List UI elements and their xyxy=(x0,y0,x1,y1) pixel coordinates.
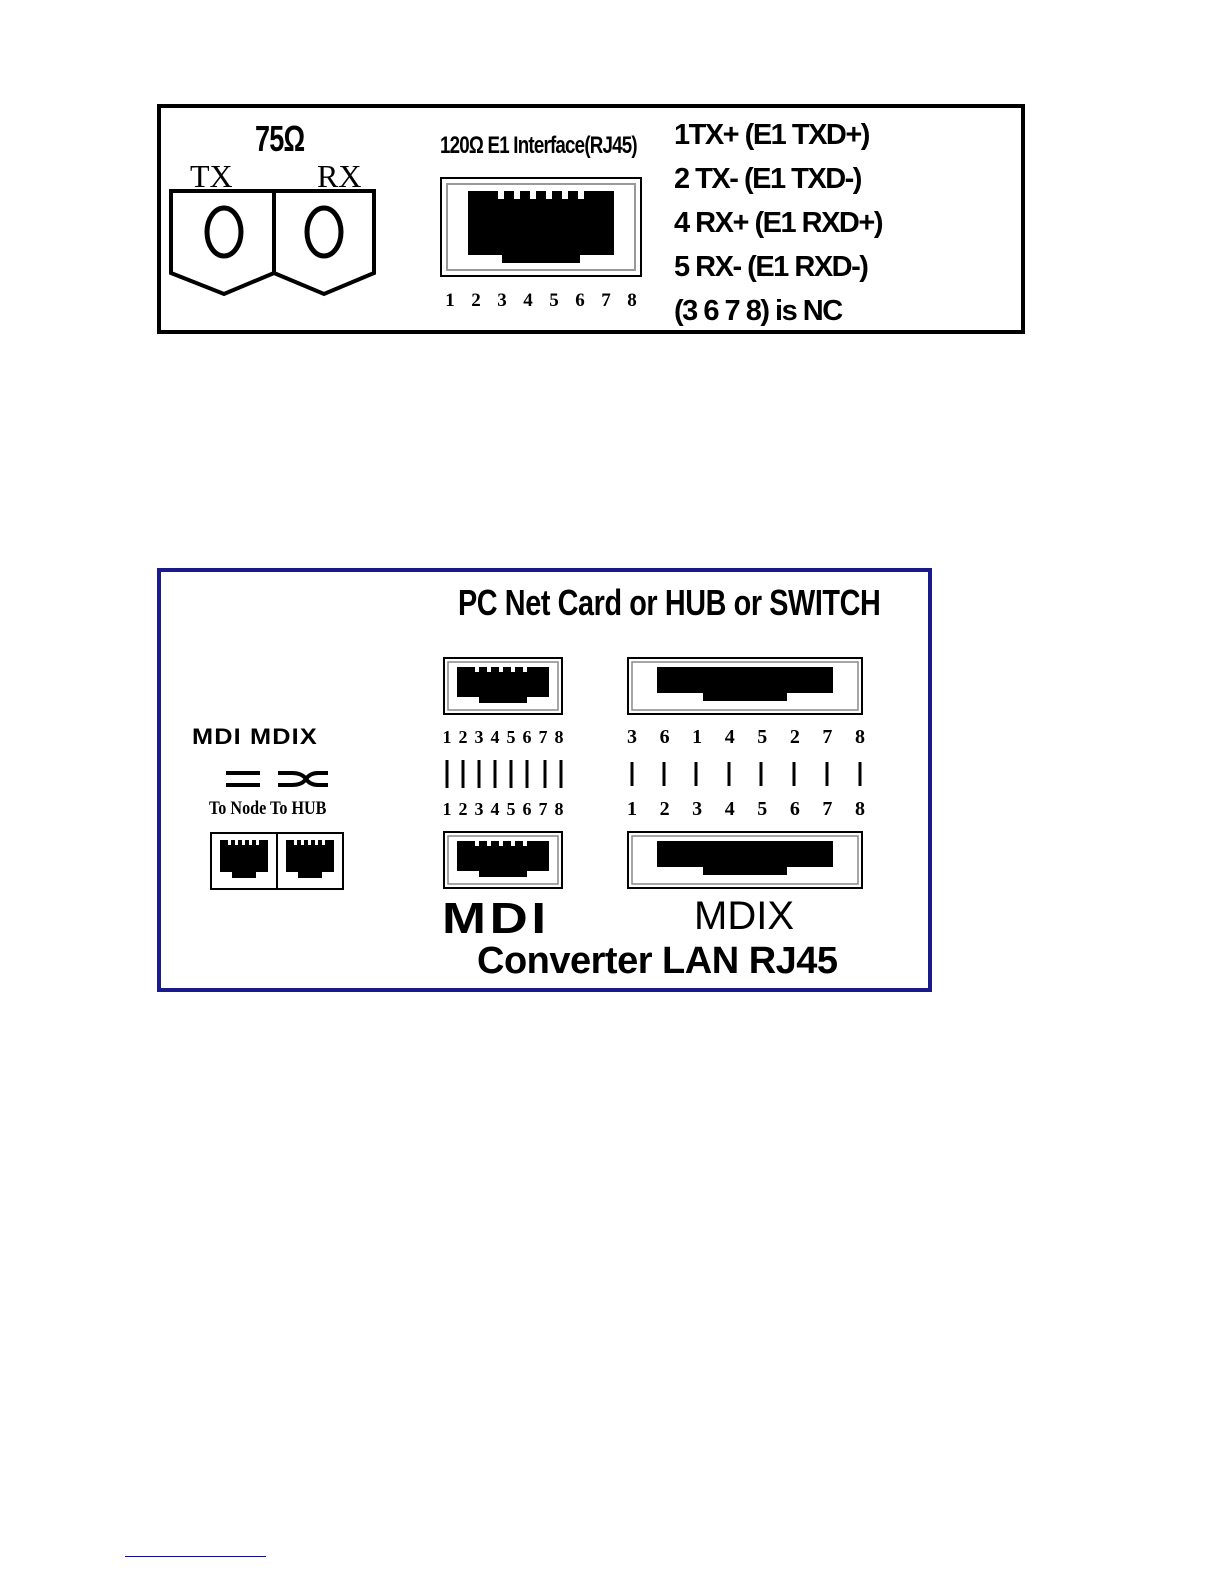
pin-number: 3 xyxy=(625,726,639,749)
mdi-label: MDI xyxy=(442,894,550,944)
e1-interface-title: 120Ω E1 Interface(RJ45) xyxy=(440,132,637,160)
mdix-bottom-rj45-icon xyxy=(627,831,863,889)
pin-number: 7 xyxy=(536,799,550,820)
pin-number: 7 xyxy=(536,727,550,748)
mdi-bottom-rj45-icon xyxy=(443,831,563,889)
mdi-straight-wires xyxy=(440,760,568,790)
pin-number: 3 xyxy=(492,290,512,312)
pin-number: 2 xyxy=(658,798,672,821)
pin-number: 8 xyxy=(622,290,642,312)
pin-number: 1 xyxy=(690,726,704,749)
e1-pin-numbers: 1 2 3 4 5 6 7 8 xyxy=(440,290,642,312)
pin-number: 4 xyxy=(518,290,538,312)
pin-number: 6 xyxy=(570,290,590,312)
pinout-line: 2 TX- (E1 TXD-) xyxy=(674,157,882,201)
pin-number: 1 xyxy=(625,798,639,821)
pin-number: 5 xyxy=(755,798,769,821)
pin-number: 5 xyxy=(504,727,518,748)
pin-number: 7 xyxy=(596,290,616,312)
pin-number: 4 xyxy=(488,799,502,820)
pin-number: 8 xyxy=(552,799,566,820)
pin-number: 3 xyxy=(690,798,704,821)
pin-number: 5 xyxy=(755,726,769,749)
pin-number: 1 xyxy=(440,290,460,312)
e1-pinout-list: 1TX+ (E1 TXD+) 2 TX- (E1 TXD-) 4 RX+ (E1… xyxy=(674,113,882,333)
mdix-crossover-wires xyxy=(622,760,870,790)
mdi-bottom-pin-numbers: 1 2 3 4 5 6 7 8 xyxy=(440,799,566,820)
pin-number: 8 xyxy=(552,727,566,748)
bnc-connectors-icon xyxy=(168,188,380,298)
rj45-port-icon xyxy=(440,177,642,277)
pin-number: 5 xyxy=(544,290,564,312)
pin-number: 7 xyxy=(820,726,834,749)
pin-number: 4 xyxy=(723,726,737,749)
pin-number: 8 xyxy=(853,726,867,749)
pin-number: 3 xyxy=(472,799,486,820)
footnote-separator xyxy=(125,1556,266,1557)
pinout-line: 5 RX- (E1 RXD-) xyxy=(674,245,882,289)
to-node-to-hub-label: To Node To HUB xyxy=(209,798,326,820)
pin-number: 3 xyxy=(472,727,486,748)
pin-number: 5 xyxy=(504,799,518,820)
pin-number: 4 xyxy=(723,798,737,821)
pin-number: 6 xyxy=(520,799,534,820)
pin-number: 1 xyxy=(440,799,454,820)
pin-number: 2 xyxy=(456,727,470,748)
pin-number: 2 xyxy=(466,290,486,312)
pin-number: 6 xyxy=(658,726,672,749)
pin-number: 4 xyxy=(488,727,502,748)
pinout-line: 1TX+ (E1 TXD+) xyxy=(674,113,882,157)
dual-rj45-port-icon xyxy=(210,832,344,890)
pin-number: 1 xyxy=(440,727,454,748)
mdix-label: MDIX xyxy=(694,894,794,939)
pinout-line: (3 6 7 8) is NC xyxy=(674,289,882,333)
converter-lan-rj45-label: Converter LAN RJ45 xyxy=(477,940,838,983)
straight-cross-symbol-icon xyxy=(222,768,332,792)
pinout-line: 4 RX+ (E1 RXD+) xyxy=(674,201,882,245)
pin-number: 6 xyxy=(520,727,534,748)
lan-panel-title: PC Net Card or HUB or SWITCH xyxy=(458,582,880,624)
mdi-top-rj45-icon xyxy=(443,657,563,715)
mdi-top-pin-numbers: 1 2 3 4 5 6 7 8 xyxy=(440,727,566,748)
pin-number: 7 xyxy=(820,798,834,821)
impedance-75-label: 75Ω xyxy=(255,118,304,160)
mdix-top-pin-numbers: 3 6 1 4 5 2 7 8 xyxy=(625,726,867,749)
pin-number: 2 xyxy=(456,799,470,820)
mdix-top-rj45-icon xyxy=(627,657,863,715)
mdix-bottom-pin-numbers: 1 2 3 4 5 6 7 8 xyxy=(625,798,867,821)
mdi-mdix-switch-label: MDI MDIX xyxy=(192,724,318,750)
pin-number: 8 xyxy=(853,798,867,821)
pin-number: 6 xyxy=(788,798,802,821)
pin-number: 2 xyxy=(788,726,802,749)
